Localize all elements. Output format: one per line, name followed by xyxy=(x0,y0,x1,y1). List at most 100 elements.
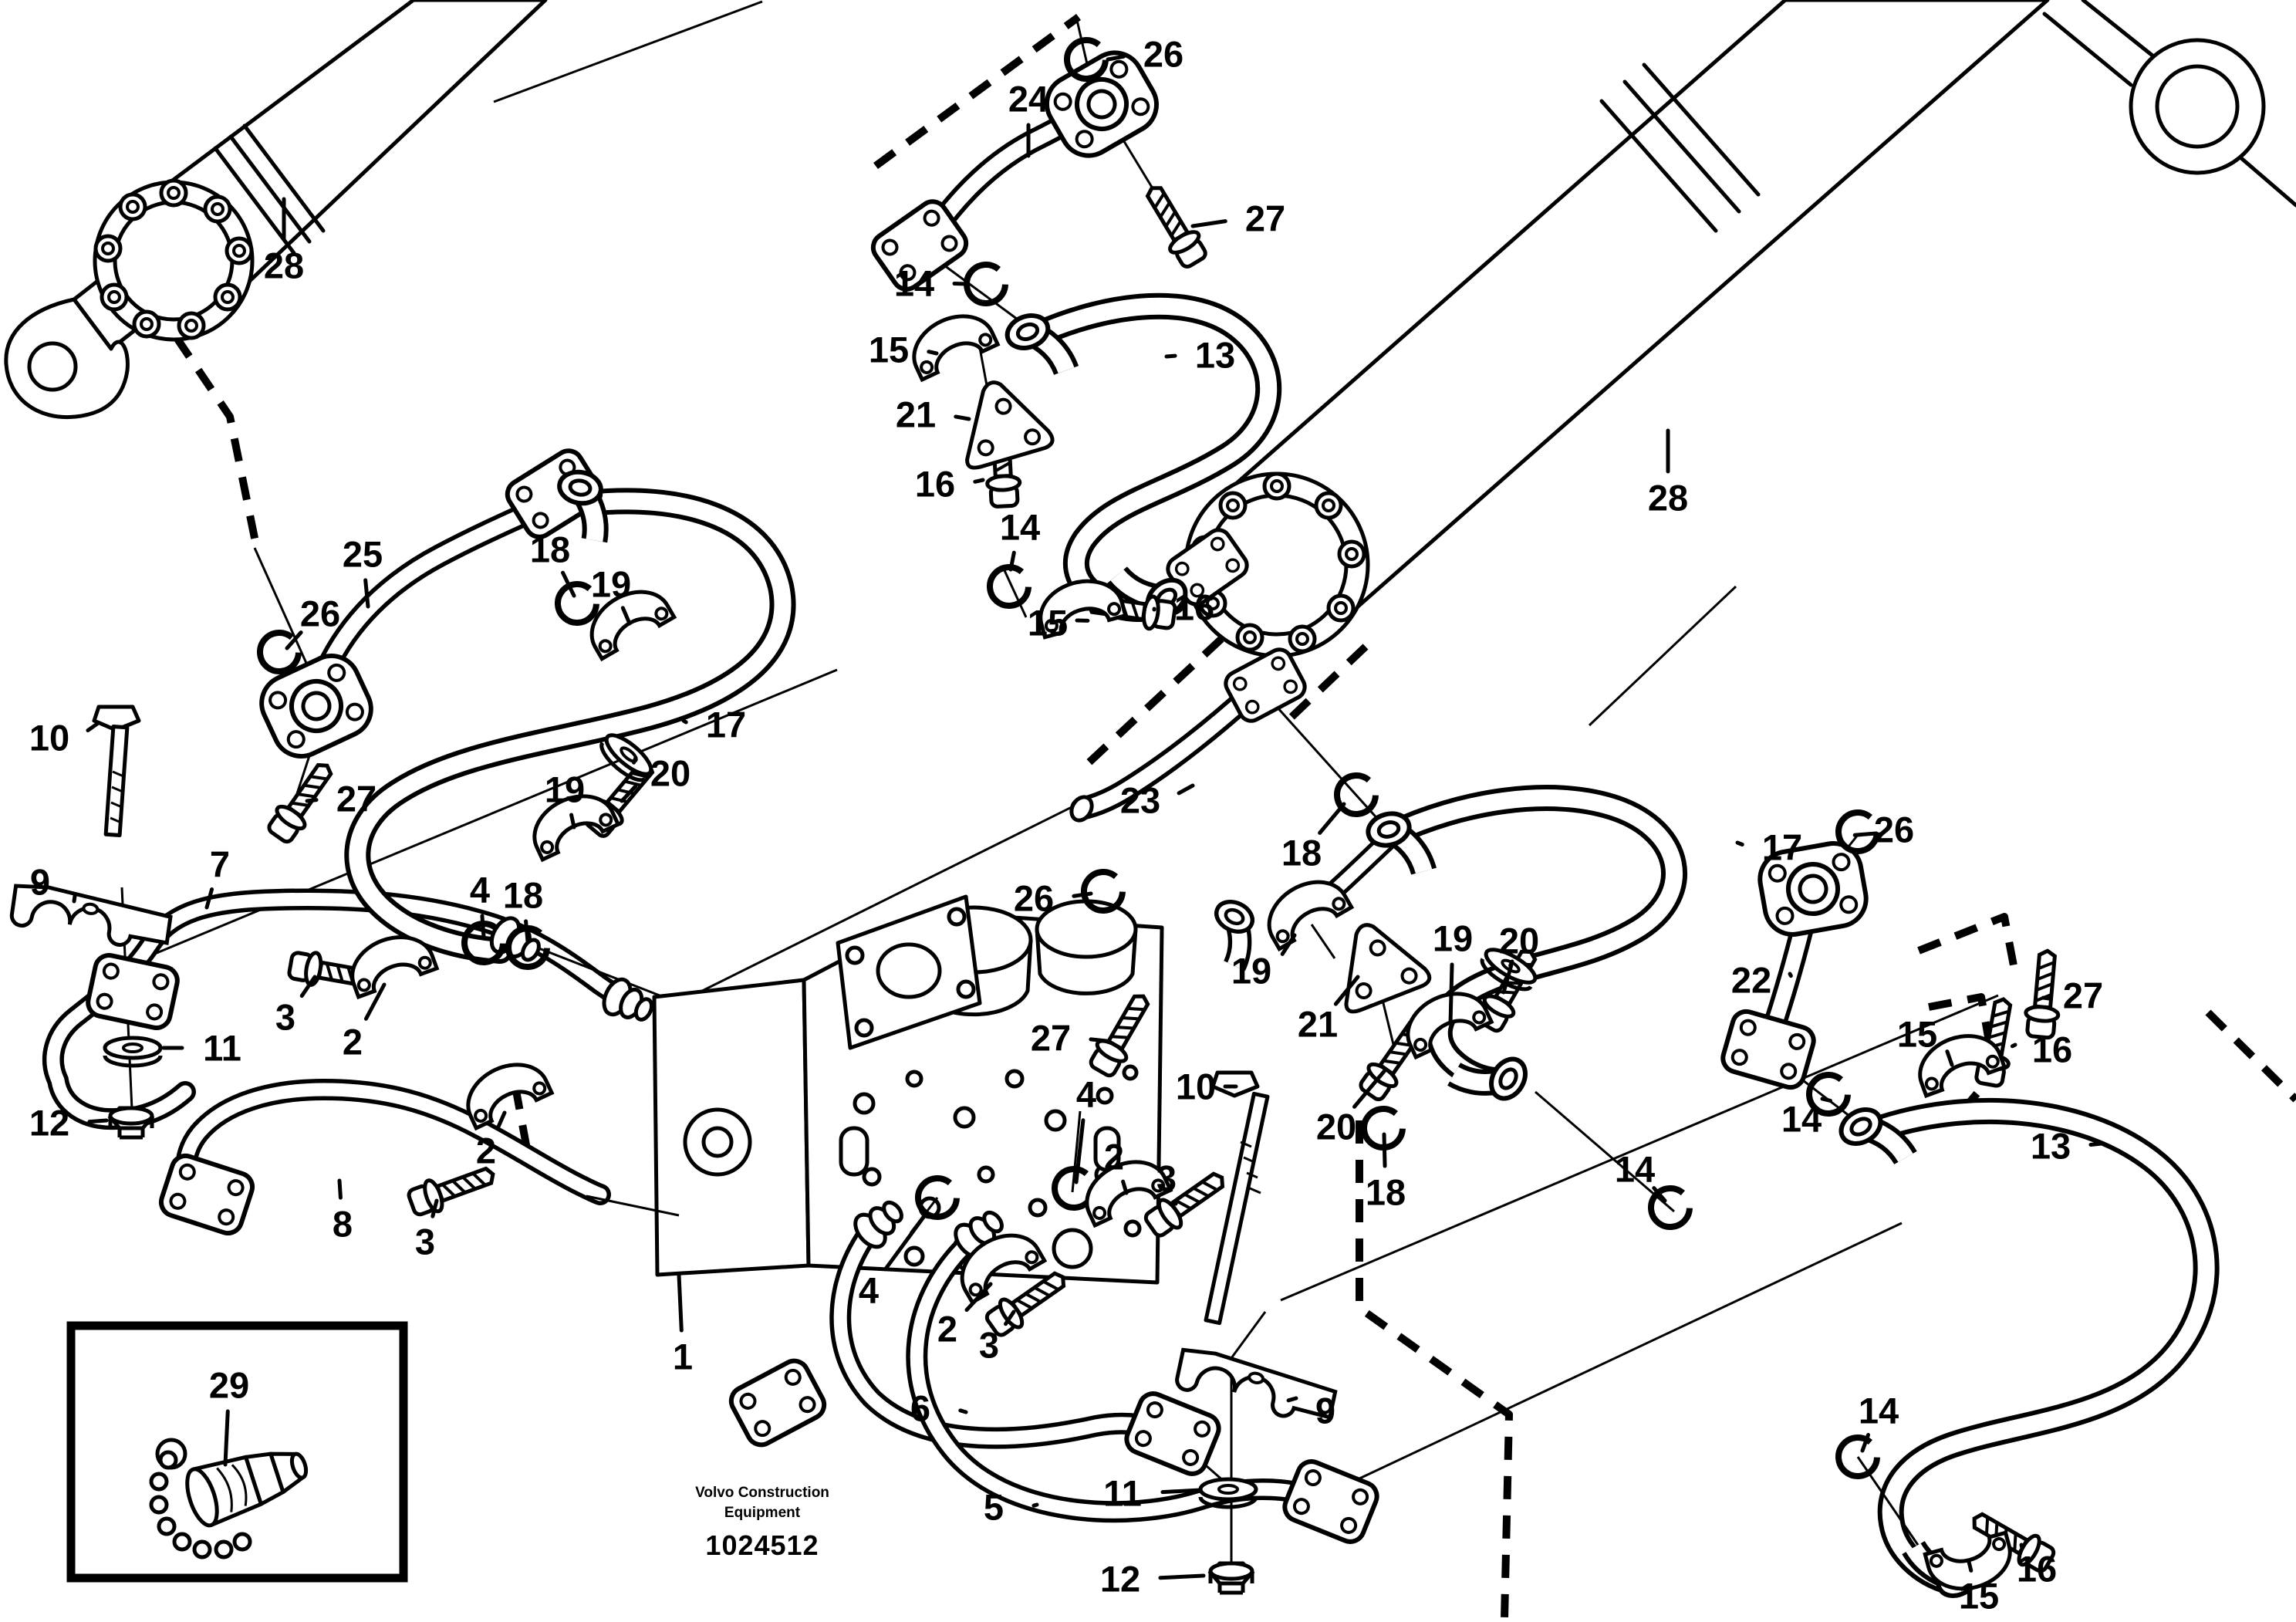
callout-19-5: 19 xyxy=(591,564,632,626)
callout-label: 19 xyxy=(545,769,585,810)
callout-label: 7 xyxy=(210,844,230,885)
leader-line xyxy=(480,914,486,939)
callout-label: 18 xyxy=(530,529,570,570)
callout-label: 26 xyxy=(300,593,340,634)
leader-line xyxy=(677,1272,684,1333)
leader-line xyxy=(1190,219,1227,228)
callout-18-35: 18 xyxy=(1281,802,1346,874)
callout-label: 21 xyxy=(1298,1004,1338,1045)
callout-9-49: 9 xyxy=(1286,1391,1335,1431)
callout-20-7: 20 xyxy=(620,753,690,803)
callout-14-65: 14 xyxy=(1859,1391,1899,1453)
callout-26-36: 26 xyxy=(1014,878,1093,919)
leader-line xyxy=(569,813,576,830)
leader-line xyxy=(1280,933,1297,956)
callout-label: 16 xyxy=(2032,1029,2072,1070)
callout-label: 26 xyxy=(1143,34,1183,75)
callout-28-33: 28 xyxy=(1648,428,1688,519)
callout-label: 19 xyxy=(1433,918,1473,959)
leader-line xyxy=(954,414,971,421)
callout-14-48: 14 xyxy=(1615,1149,1667,1203)
leader-line xyxy=(337,1178,343,1200)
callout-20-40: 20 xyxy=(1499,921,1539,995)
leader-line xyxy=(1333,975,1360,1006)
callout-26-57: 26 xyxy=(1852,809,1914,850)
leader-line xyxy=(86,721,100,733)
leader-line xyxy=(964,1282,993,1313)
callout-10-9: 10 xyxy=(29,718,100,759)
callout-17-6: 17 xyxy=(681,705,746,745)
long-bolt-10-left xyxy=(92,705,141,837)
callout-label: 9 xyxy=(30,862,50,903)
leader-line xyxy=(204,887,214,910)
callout-1-21: 1 xyxy=(673,1272,693,1377)
callout-16-28: 16 xyxy=(915,464,985,505)
leader-line xyxy=(1382,1132,1387,1168)
callout-label: 18 xyxy=(1281,833,1322,874)
callout-label: 2 xyxy=(937,1309,957,1350)
callout-23-34: 23 xyxy=(1120,780,1195,821)
callout-label: 2 xyxy=(1104,1137,1124,1178)
leader-line xyxy=(2041,995,2051,1001)
callout-12-17: 12 xyxy=(29,1103,109,1144)
callout-label: 4 xyxy=(859,1270,879,1311)
leader-line xyxy=(1089,1037,1109,1043)
callout-label: 14 xyxy=(1781,1099,1822,1140)
callout-15-66: 15 xyxy=(1959,1559,1999,1617)
leader-line xyxy=(620,784,638,803)
callout-15-26: 15 xyxy=(869,329,939,370)
callout-label: 15 xyxy=(1959,1576,1999,1617)
leader-line xyxy=(1318,802,1346,835)
callout-2-18: 2 xyxy=(476,1110,507,1171)
callout-13-30: 13 xyxy=(1164,335,1235,376)
callout-7-11: 7 xyxy=(204,844,230,910)
valve-mounting-plate xyxy=(836,894,982,1050)
callout-label: 12 xyxy=(1100,1559,1140,1600)
callout-10-43: 10 xyxy=(1176,1066,1238,1107)
callout-11-50: 11 xyxy=(1103,1473,1203,1514)
callout-label: 26 xyxy=(1014,878,1054,919)
callout-27-3: 27 xyxy=(305,779,376,819)
leader-line xyxy=(305,798,319,803)
legend-box-29 xyxy=(66,1321,408,1583)
leader-line xyxy=(1158,1573,1206,1580)
callout-label: 14 xyxy=(1615,1149,1655,1190)
callout-3-46: 3 xyxy=(1156,1158,1178,1206)
callout-8-19: 8 xyxy=(333,1178,353,1245)
callout-14-25: 14 xyxy=(894,263,970,304)
leader-line xyxy=(561,570,576,598)
leader-line xyxy=(1286,1396,1298,1403)
leader-line xyxy=(1945,1049,1954,1067)
callout-label: 24 xyxy=(1008,79,1048,120)
rod-end-clevis xyxy=(2042,0,2296,208)
leader-line xyxy=(1160,1488,1203,1495)
callout-label: 27 xyxy=(2063,975,2103,1016)
callout-label: 14 xyxy=(894,263,934,304)
callout-20-42: 20 xyxy=(1316,1067,1388,1147)
callout-2-54: 2 xyxy=(937,1282,993,1350)
callout-28-0: 28 xyxy=(264,197,304,286)
callout-label: 28 xyxy=(264,245,304,286)
leader-line xyxy=(87,1118,109,1124)
callout-label: 10 xyxy=(1176,1066,1216,1107)
callout-label: 29 xyxy=(209,1365,249,1406)
leader-line xyxy=(681,718,688,725)
callout-19-37: 19 xyxy=(1231,933,1297,992)
callout-24-23: 24 xyxy=(1008,79,1048,158)
hose-13-right xyxy=(1863,1097,2220,1595)
callout-label: 18 xyxy=(503,875,543,916)
long-bolt-10-right xyxy=(1204,1070,1270,1326)
publication-number: 1024512 xyxy=(705,1529,819,1561)
leader-line xyxy=(1860,1433,1871,1453)
callout-label: 27 xyxy=(1245,198,1285,239)
callout-label: 27 xyxy=(336,779,376,819)
callout-27-24: 27 xyxy=(1190,198,1285,239)
callout-label: 12 xyxy=(29,1103,69,1144)
callout-label: 20 xyxy=(1499,921,1539,961)
leader-line xyxy=(1352,1067,1388,1109)
leader-line xyxy=(1852,831,1879,837)
leader-line xyxy=(1003,1309,1016,1326)
callout-label: 19 xyxy=(1231,951,1271,992)
